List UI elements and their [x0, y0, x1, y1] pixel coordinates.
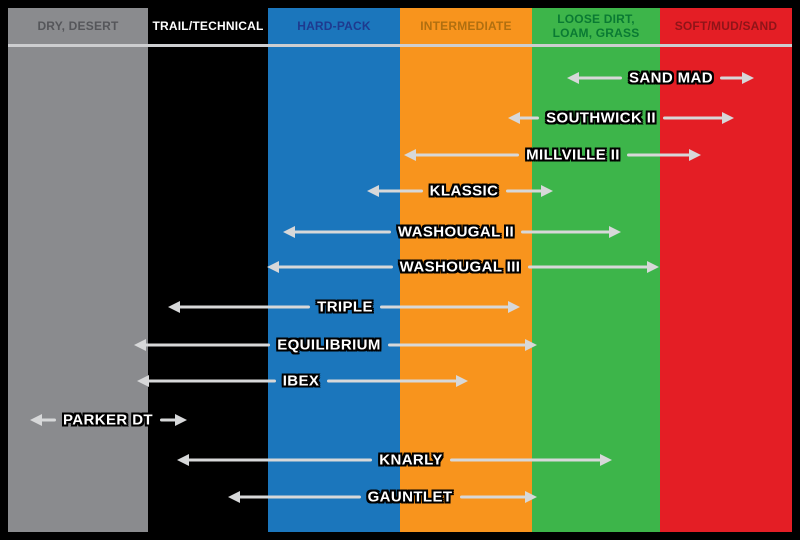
column-hard-pack: HARD-PACK [268, 8, 400, 532]
range-arrow-triple: TRIPLE [168, 295, 520, 319]
arrow-line-left [519, 116, 539, 120]
arrowhead-right-icon [525, 339, 537, 351]
tire-name-label: KNARLY [379, 451, 443, 469]
arrowhead-right-icon [609, 226, 621, 238]
range-arrow-parker-dt: PARKER DT [30, 408, 187, 432]
arrowhead-left-icon [404, 149, 416, 161]
arrow-line-left [239, 495, 361, 499]
tire-name-label: PARKER DT [63, 411, 153, 429]
arrow-line-right [505, 189, 542, 193]
arrow-line-left [188, 458, 372, 462]
range-arrow-washougal-iii: WASHOUGAL III [267, 255, 659, 279]
range-arrow-equilibrium: EQUILIBRIUM [134, 333, 537, 357]
arrowhead-left-icon [134, 339, 146, 351]
column-header-dry-desert: DRY, DESERT [37, 18, 119, 33]
tire-name-label: SOUTHWICK II [546, 109, 656, 127]
arrowhead-right-icon [600, 454, 612, 466]
range-arrow-millville-ii: MILLVILLE II [404, 143, 701, 167]
arrowhead-left-icon [367, 185, 379, 197]
arrowhead-right-icon [508, 301, 520, 313]
arrow-line-right [450, 458, 601, 462]
column-trail-technical: TRAIL/TECHNICAL [148, 8, 268, 532]
range-arrow-washougal-ii: WASHOUGAL II [283, 220, 621, 244]
tire-name-label: WASHOUGAL II [397, 223, 515, 241]
arrowhead-right-icon [456, 375, 468, 387]
arrowhead-right-icon [541, 185, 553, 197]
header-separator-line [8, 44, 792, 47]
range-arrow-sand-mad: SAND MAD [567, 66, 754, 90]
arrowhead-left-icon [567, 72, 579, 84]
column-dry-desert: DRY, DESERT [8, 8, 148, 532]
arrow-line-right [326, 379, 457, 383]
range-arrow-ibex: IBEX [137, 369, 468, 393]
arrow-line-left [415, 153, 519, 157]
column-header-loose-dirt: LOOSE DIRT, LOAM, GRASS [552, 11, 640, 40]
arrowhead-right-icon [689, 149, 701, 161]
tire-name-label: IBEX [282, 372, 320, 390]
arrow-line-right [459, 495, 526, 499]
range-arrow-gauntlet: GAUNTLET [228, 485, 537, 509]
tire-name-label: TRIPLE [317, 298, 373, 316]
arrowhead-left-icon [30, 414, 42, 426]
arrowhead-left-icon [168, 301, 180, 313]
arrow-line-left [578, 76, 622, 80]
terrain-columns: DRY, DESERT TRAIL/TECHNICAL HARD-PACK IN… [8, 8, 792, 532]
column-header-trail-technical: TRAIL/TECHNICAL [152, 18, 264, 33]
arrow-line-left [278, 265, 393, 269]
arrowhead-right-icon [647, 261, 659, 273]
arrowhead-right-icon [742, 72, 754, 84]
arrow-line-right [380, 305, 509, 309]
column-header-soft-mud-sand: SOFT/MUD/SAND [674, 18, 778, 33]
column-header-hard-pack: HARD-PACK [297, 18, 371, 33]
arrow-line-right [160, 418, 176, 422]
arrow-line-right [388, 343, 526, 347]
range-arrow-klassic: KLASSIC [367, 179, 553, 203]
arrowhead-left-icon [508, 112, 520, 124]
arrowhead-left-icon [267, 261, 279, 273]
tire-name-label: SAND MAD [628, 69, 714, 87]
arrow-line-right [521, 230, 610, 234]
arrow-line-left [41, 418, 56, 422]
arrow-line-left [145, 343, 270, 347]
arrow-line-right [627, 153, 690, 157]
arrowhead-left-icon [137, 375, 149, 387]
tire-name-label: KLASSIC [429, 182, 499, 200]
tire-name-label: MILLVILLE II [526, 146, 620, 164]
arrow-line-right [720, 76, 743, 80]
arrowhead-left-icon [177, 454, 189, 466]
arrow-line-left [294, 230, 391, 234]
arrow-line-left [179, 305, 310, 309]
tire-name-label: GAUNTLET [367, 488, 453, 506]
arrowhead-left-icon [228, 491, 240, 503]
arrow-line-left [148, 379, 276, 383]
arrow-line-left [378, 189, 423, 193]
column-header-intermediate: INTERMEDIATE [420, 18, 512, 33]
tire-name-label: WASHOUGAL III [399, 258, 521, 276]
arrowhead-left-icon [283, 226, 295, 238]
column-intermediate: INTERMEDIATE [400, 8, 532, 532]
column-soft-mud-sand: SOFT/MUD/SAND [660, 8, 792, 532]
arrowhead-right-icon [175, 414, 187, 426]
arrowhead-right-icon [722, 112, 734, 124]
arrowhead-right-icon [525, 491, 537, 503]
column-loose-dirt: LOOSE DIRT, LOAM, GRASS [532, 8, 660, 532]
range-arrow-southwick-ii: SOUTHWICK II [508, 106, 734, 130]
tire-name-label: EQUILIBRIUM [277, 336, 381, 354]
arrow-line-right [663, 116, 723, 120]
arrow-line-right [527, 265, 648, 269]
range-arrow-knarly: KNARLY [177, 448, 612, 472]
